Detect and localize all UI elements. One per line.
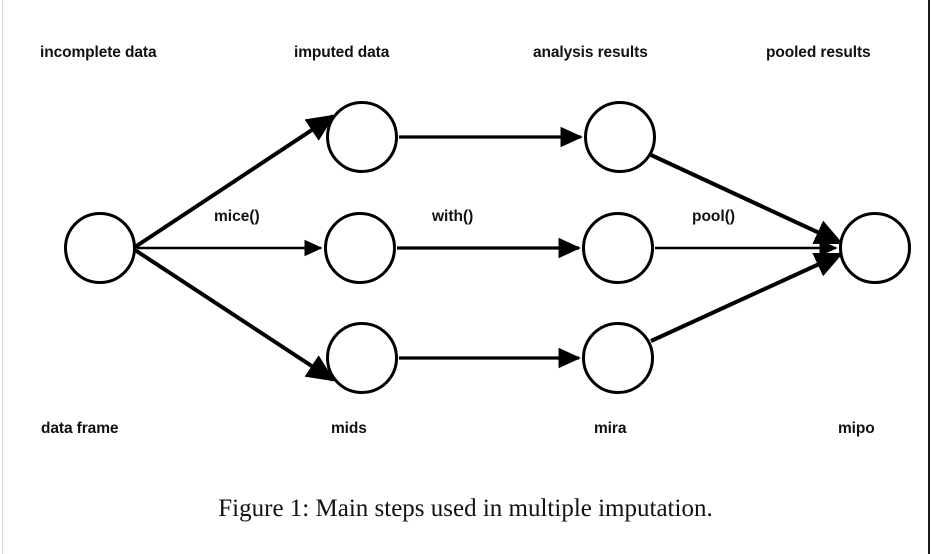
column-label-pooled-results: pooled results xyxy=(766,44,871,61)
node-data-frame[interactable] xyxy=(64,212,136,284)
node-mids-middle[interactable] xyxy=(324,212,396,284)
edge-label-with: with() xyxy=(432,208,474,225)
edge-label-pool: pool() xyxy=(692,208,736,225)
figure-caption: Figure 1: Main steps used in multiple im… xyxy=(218,495,713,522)
edge-pool-bottom xyxy=(650,252,844,343)
column-label-analysis-results: analysis results xyxy=(533,44,648,61)
column-label-mira: mira xyxy=(594,420,627,437)
node-mids-bottom[interactable] xyxy=(326,322,398,394)
column-label-mids: mids xyxy=(331,420,367,437)
column-label-mipo: mipo xyxy=(838,420,875,437)
column-label-imputed-data: imputed data xyxy=(294,44,390,61)
edge-mice-to-bottom xyxy=(133,248,336,382)
imputation-flow-diagram: incomplete data imputed data analysis re… xyxy=(40,44,911,437)
edge-label-mice: mice() xyxy=(214,208,260,225)
node-mids-top[interactable] xyxy=(326,101,398,173)
node-mira-top[interactable] xyxy=(584,101,656,173)
edge-mice-to-top xyxy=(133,114,336,249)
edge-pool-top xyxy=(650,153,844,245)
node-mipo[interactable] xyxy=(839,212,911,284)
column-label-incomplete-data: incomplete data xyxy=(40,44,157,61)
node-mira-middle[interactable] xyxy=(582,212,654,284)
page-left-rule xyxy=(2,0,3,554)
column-label-data-frame: data frame xyxy=(41,420,119,437)
diagram-edges xyxy=(133,114,844,382)
page-right-rule xyxy=(928,0,930,554)
node-mira-bottom[interactable] xyxy=(582,322,654,394)
